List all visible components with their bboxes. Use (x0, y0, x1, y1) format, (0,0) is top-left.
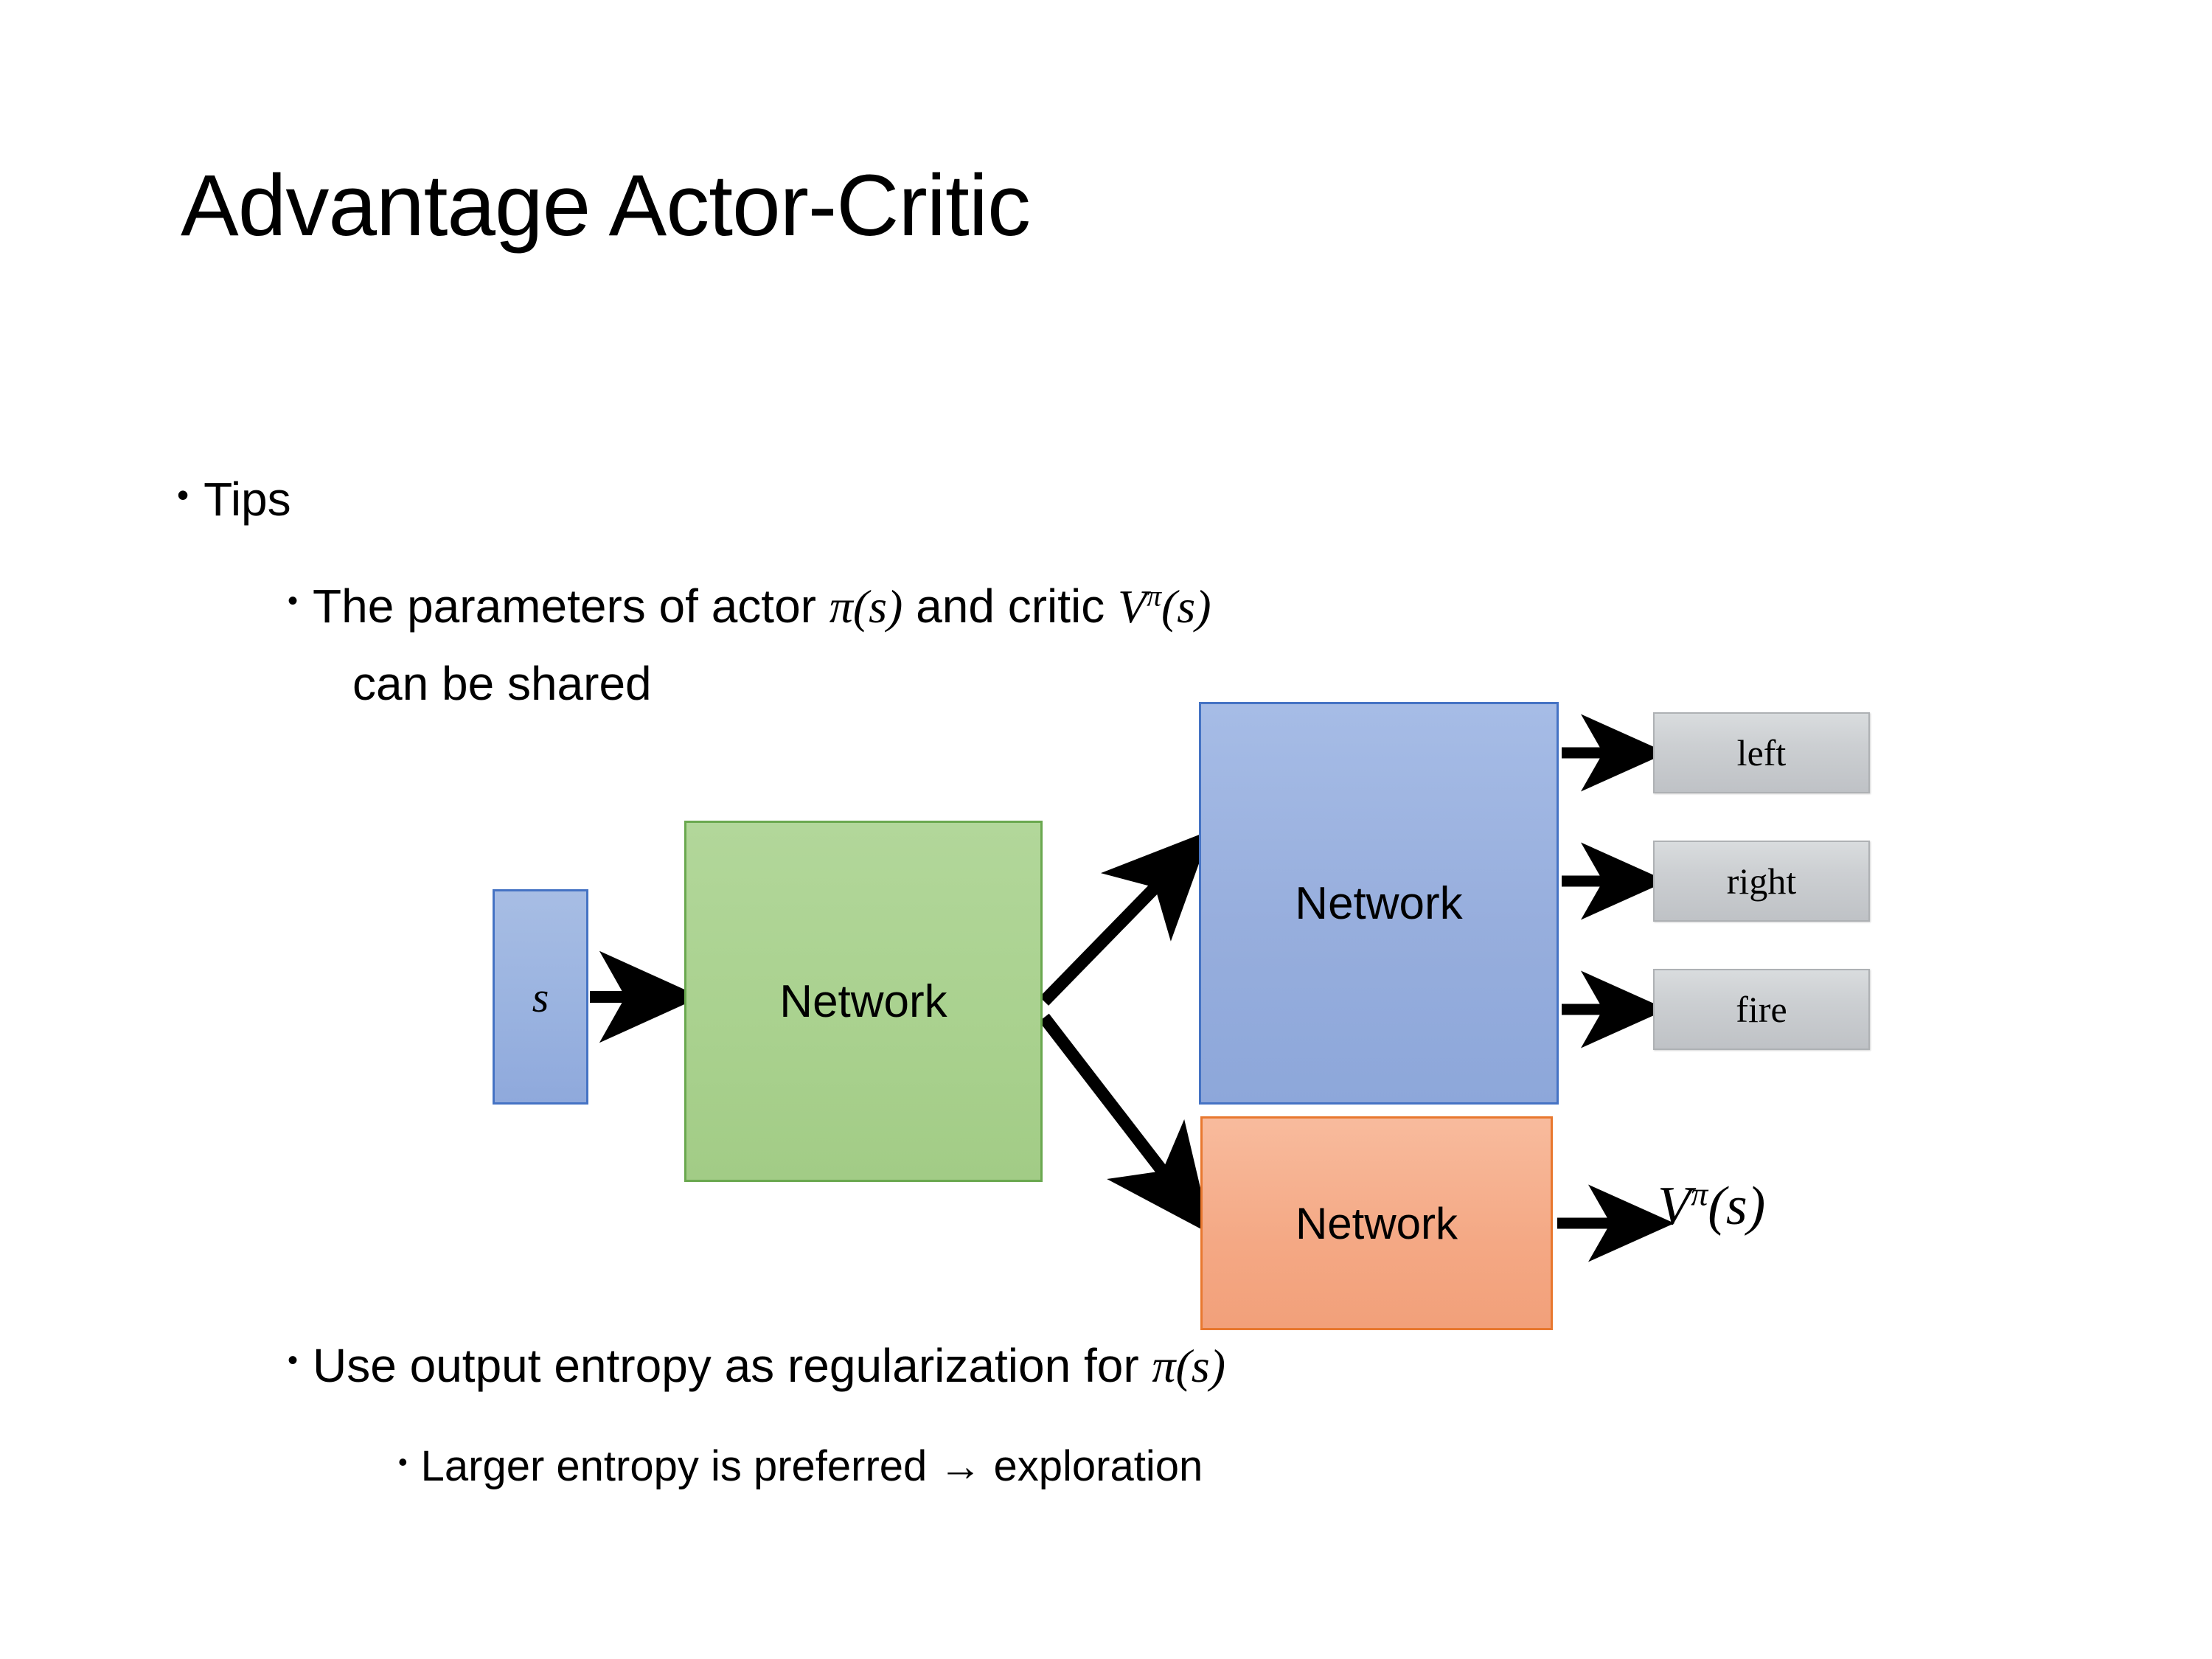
math-pi-s: π(s) (1152, 1340, 1226, 1392)
entropy-prefix-text: Use output entropy as regularization for (313, 1339, 1152, 1392)
math-critic-v: V (1118, 580, 1147, 633)
action-label: right (1726, 860, 1797, 902)
action-label: fire (1736, 989, 1787, 1030)
bullet-tips-label: Tips (204, 473, 291, 526)
shared-network-label: Network (779, 975, 947, 1027)
action-box-right[interactable]: right (1653, 841, 1870, 922)
actor-network-label: Network (1295, 877, 1463, 929)
critic-network-label: Network (1295, 1198, 1458, 1248)
input-state-label: s (532, 973, 549, 1021)
params-prefix-text: The parameters of actor (313, 580, 830, 633)
shared-network-box[interactable]: Network (684, 821, 1043, 1182)
action-box-fire[interactable]: fire (1653, 969, 1870, 1050)
bullet-marker-icon: • (177, 476, 189, 514)
input-state-box[interactable]: s (493, 889, 588, 1105)
bullet-tips: • Tips (177, 472, 291, 526)
bullet-entropy-regularization: • Use output entropy as regularization f… (288, 1338, 1225, 1394)
bullet-shared-params: • The parameters of actor π(s) and criti… (288, 579, 1211, 634)
action-label: left (1736, 732, 1787, 773)
math-actor-pi-s: π(s) (829, 580, 903, 633)
arrow-shared-to-critic (1039, 1013, 1211, 1235)
action-box-left[interactable]: left (1653, 712, 1870, 793)
bullet-entropy-text: Use output entropy as regularization for… (313, 1338, 1225, 1394)
bullet-marker-icon: • (288, 585, 299, 617)
critic-output-value: Vπ(s) (1658, 1174, 1765, 1238)
bullet-marker-icon: • (398, 1447, 408, 1477)
math-critic-superscript-pi: π (1147, 580, 1161, 613)
critic-output-superscript-pi: π (1691, 1175, 1708, 1213)
actor-network-box[interactable]: Network (1199, 702, 1559, 1105)
params-mid-text: and critic (902, 580, 1119, 633)
bullet-larger-entropy-label: Larger entropy is preferred → exploratio… (420, 1442, 1203, 1490)
bullet-shared-params-line1: The parameters of actor π(s) and critic … (313, 579, 1211, 634)
bullet-shared-params-line2: can be shared (352, 657, 652, 710)
critic-output-arg-s: (s) (1708, 1176, 1766, 1237)
arrow-shared-to-actor (1039, 830, 1211, 1006)
page-title: Advantage Actor-Critic (181, 157, 1031, 254)
critic-output-v: V (1658, 1176, 1691, 1237)
critic-network-box[interactable]: Network (1200, 1116, 1553, 1330)
math-critic-arg-s: (s) (1161, 580, 1211, 633)
bullet-shared-params-line2-wrap: can be shared (352, 656, 652, 711)
bullet-marker-icon: • (288, 1344, 299, 1377)
bullet-larger-entropy: • Larger entropy is preferred → explorat… (398, 1441, 1203, 1491)
